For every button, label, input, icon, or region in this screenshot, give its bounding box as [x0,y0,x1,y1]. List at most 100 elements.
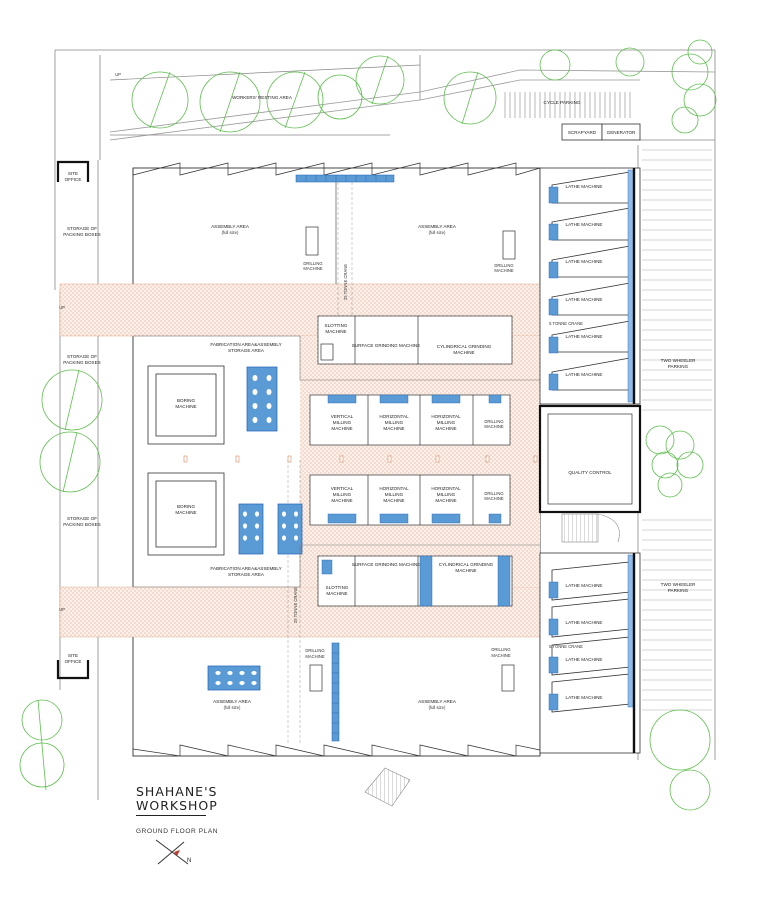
quality-control-label: QUALITY CONTROL [568,470,612,475]
horizontal-milling-upper-b1: HORIZONTAL [431,414,461,419]
fabrication-lower-l2: STORAGE AREA [228,572,265,577]
gantry-rail-bottom [331,642,340,742]
milling-upper-blue [327,394,502,404]
cylindrical-top-l1: CYLINDRICAL GRINDING [437,344,492,349]
scrapyard-block [561,123,641,141]
drilling-top-left-l2: MACHINE [303,266,323,271]
boring-bottom-l2: MACHINE [175,510,196,515]
lathe-top-3: LATHE MACHINE [566,259,603,264]
milling-row-upper [309,394,511,446]
up-label-2: UP [59,607,65,612]
site-office-top-label-2: OFFICE [65,177,82,182]
two-wheeler-stripes [642,149,712,711]
drilling-bottom-left-l1: DRILLING [305,648,324,653]
crane-label-bottom: 25 TONNE CRANE [293,587,298,623]
boring-machine-bottom [147,472,225,556]
storage-label-2a: STORAGE OF [67,354,97,359]
site-office-bottom-label-2: OFFICE [65,659,82,664]
cylindrical-bottom-l1: CYLINDRICAL GRINDING [439,562,494,567]
horizontal-milling-upper-a2: MILLING [385,420,404,425]
lathe-top-5: LATHE MACHINE [566,334,603,339]
vertical-milling-upper-1: VERTICAL [331,414,354,419]
workers-resting-label: WORKERS' RESTING AREA [232,95,293,100]
fabrication-upper-l1: FABRICATION AREA&ASSEMBLY [210,342,281,347]
fabrication-zone-lower [133,544,540,588]
drilling-machine-top-left [305,226,319,256]
gantry-rail-top [295,174,395,183]
slotting-top-l2: MACHINE [325,329,346,334]
lathe-top-2: LATHE MACHINE [566,222,603,227]
surface-grinding-top: SURFACE GRINDING MACHINE [352,343,420,348]
grinding-row-bottom [317,555,513,607]
two-wheeler-top-l1: TWO WHEELER [661,358,696,363]
assembly-top-right-label: ASSEMBLY AREA [418,224,457,229]
fabrication-zone-upper [133,335,540,381]
cycle-parking-label: CYCLE PARKING [544,100,581,105]
up-label-1: UP [59,305,65,310]
horizontal-milling-lower-b3: MACHINE [435,498,456,503]
site-office-bottom [56,660,90,680]
lathe-wing-top [539,167,641,405]
up-label-3: UP [115,72,121,77]
trees [19,39,717,811]
horizontal-milling-lower-b1: HORIZONTAL [431,486,461,491]
lathe-bottom-1: LATHE MACHINE [566,583,603,588]
cycle-parking-stripes [504,92,631,118]
vertical-milling-lower-3: MACHINE [331,498,352,503]
entry-steps [364,767,411,807]
assembly-bottom-right-label: ASSEMBLY AREA [418,699,457,704]
five-tonne-crane-top: 5 TONNE CRANE [549,321,583,326]
drilling-machine-bottom-right [501,664,515,692]
two-wheeler-bottom-l2: PARKING [668,588,689,593]
assembly-top-left-label: ASSEMBLY AREA [211,224,250,229]
generator-label: GENERATOR [607,130,636,135]
resting-area-lines [109,64,421,136]
lathe-top-6: LATHE MACHINE [566,372,603,377]
grinding-row-top [317,315,513,365]
stairs [561,513,620,543]
storage-label-1b: PACKING BOXES [63,232,100,237]
plan-subtitle: GROUND FLOOR PLAN [136,828,219,835]
horizontal-milling-lower-b2: MILLING [437,492,456,497]
lathe-bottom-4: LATHE MACHINE [566,695,603,700]
drilling-bottom-right-l2: MACHINE [491,653,511,658]
drilling-machine-bottom-left [309,664,323,692]
two-wheeler-top-l2: PARKING [668,364,689,369]
drilling-top-right-l2: MACHINE [494,268,514,273]
grinding-bottom-blue [321,555,511,607]
lathe-top-1: LATHE MACHINE [566,184,603,189]
horizontal-milling-upper-b2: MILLING [437,420,456,425]
horizontal-milling-lower-a1: HORIZONTAL [379,486,409,491]
boring-machine-top [147,365,225,445]
quality-control-room [538,404,642,514]
cylindrical-bottom-l2: MACHINE [455,568,476,573]
drilling-bottom-right-l1: DRILLING [491,647,510,652]
vertical-milling-upper-2: MILLING [333,420,352,425]
vertical-milling-upper-3: MACHINE [331,426,352,431]
storage-label-1a: STORAGE OF [67,226,97,231]
crane-label-top: 25 TONNE CRANE [343,264,348,300]
drilling-machine-top-right [502,230,516,260]
site-office-bottom-label-1: SITE [68,653,78,658]
horizontal-milling-lower-a3: MACHINE [383,498,404,503]
boring-bottom-l1: BORING [177,504,196,509]
lathe-top-4: LATHE MACHINE [566,297,603,302]
column-markers [183,455,538,463]
slotting-bottom-l1: SLOTTING [326,585,349,590]
scrapyard-label: SCRAPYARD [568,130,597,135]
drilling-lower-mid-2: MACHINE [484,496,504,501]
five-tonne-crane-bottom: 5 TONNE CRANE [549,644,583,649]
vertical-milling-lower-2: MILLING [333,492,352,497]
boring-top-l2: MACHINE [175,404,196,409]
boring-top-l1: BORING [177,398,196,403]
lathe-bottom-3: LATHE MACHINE [566,657,603,662]
drilling-top-right-l1: DRILLING [494,263,513,268]
horizontal-milling-upper-a1: HORIZONTAL [379,414,409,419]
drilling-lower-mid-1: DRILLING [484,491,503,496]
slotting-top-l1: SLOTTING [325,323,348,328]
drilling-upper-mid-2: MACHINE [484,424,504,429]
fabrication-lower-l1: FABRICATION AREA&ASSEMBLY [210,566,281,571]
lathe-bottom-2: LATHE MACHINE [566,620,603,625]
vertical-milling-lower-1: VERTICAL [331,486,354,491]
